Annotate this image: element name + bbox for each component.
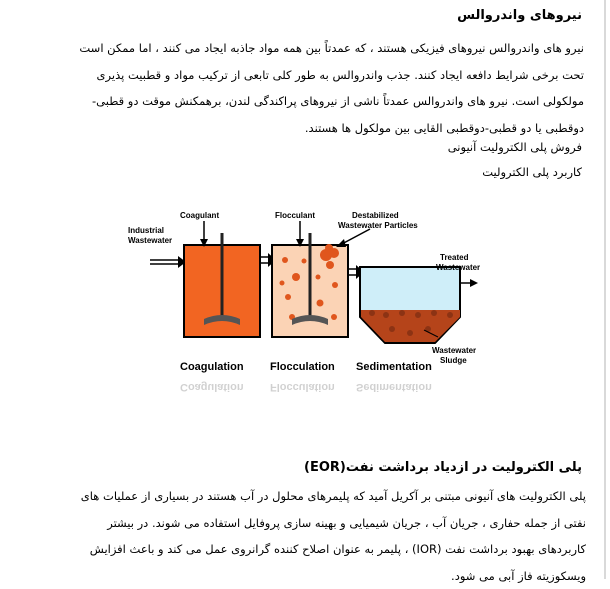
stage-labels-reflection: Coagulation Flocculation Sedimentation (180, 381, 432, 393)
paragraph-line: تحت برخی شرایط دافعه ایجاد کنند. جذب وان… (18, 62, 584, 89)
document-page: نیروهای واندروالس نیرو های واندروالس نیر… (0, 0, 606, 579)
treated-wastewater-label: Treated (440, 253, 469, 262)
stage-label-flocculation: Flocculation (270, 361, 335, 373)
paragraph-line: نیرو های واندروالس نیروهای فیزیکی هستند … (18, 35, 584, 62)
coagulant-label: Coagulant (180, 211, 219, 220)
paragraph-line: ویسکوزیته فاز آبی می شود. (18, 563, 586, 589)
paragraph-line: دوقطبی یا دو قطبی-دوقطبی القایی بین مولک… (18, 115, 584, 142)
link-anionic-polyelectrolyte-sale[interactable]: فروش پلی الکترولیت آنیونی (448, 140, 582, 154)
paragraph-van-der-waals: نیرو های واندروالس نیروهای فیزیکی هستند … (18, 35, 584, 141)
paragraph-line: پلی الکترولیت های آنیونی مبتنی بر آکریل … (18, 483, 586, 510)
destabilized-particles-label: Destabilized (352, 211, 399, 220)
industrial-wastewater-label: Industrial (128, 226, 164, 235)
paragraph-eor: پلی الکترولیت های آنیونی مبتنی بر آکریل … (18, 483, 586, 589)
industrial-wastewater-label: Wastewater (128, 236, 172, 245)
section-heading-van-der-waals: نیروهای واندروالس (457, 8, 582, 23)
paragraph-line: نفتی از جمله حفاری ، جریان آب ، جریان شی… (18, 510, 586, 537)
svg-text:Coagulation: Coagulation (180, 381, 244, 393)
link-polyelectrolyte-application[interactable]: کاربرد پلی الکترولیت (482, 165, 582, 179)
destabilized-particles-label: Wastewater Particles (338, 221, 418, 230)
wastewater-treatment-diagram: Industrial Wastewater Coagulant Floccula… (120, 205, 488, 420)
stage-label-coagulation: Coagulation (180, 361, 244, 373)
svg-text:Sedimentation: Sedimentation (356, 381, 432, 393)
section-heading-eor: پلی الکترولیت در ازدیاد برداشت نفت(EOR) (304, 460, 582, 475)
treated-wastewater-label: Wastewater (436, 263, 480, 272)
paragraph-line: مولکولی است. نیرو های واندروالس عمدتاً ن… (18, 88, 584, 115)
paragraph-line: کاربردهای بهبود برداشت نفت (IOR) ، پلیمر… (18, 536, 586, 563)
svg-text:Flocculation: Flocculation (270, 381, 335, 393)
flocculant-label: Flocculant (275, 211, 315, 220)
sludge-layer (361, 310, 460, 342)
wastewater-sludge-label: Wastewater (432, 346, 476, 355)
stage-label-sedimentation: Sedimentation (356, 361, 432, 373)
wastewater-sludge-label: Sludge (440, 356, 467, 365)
